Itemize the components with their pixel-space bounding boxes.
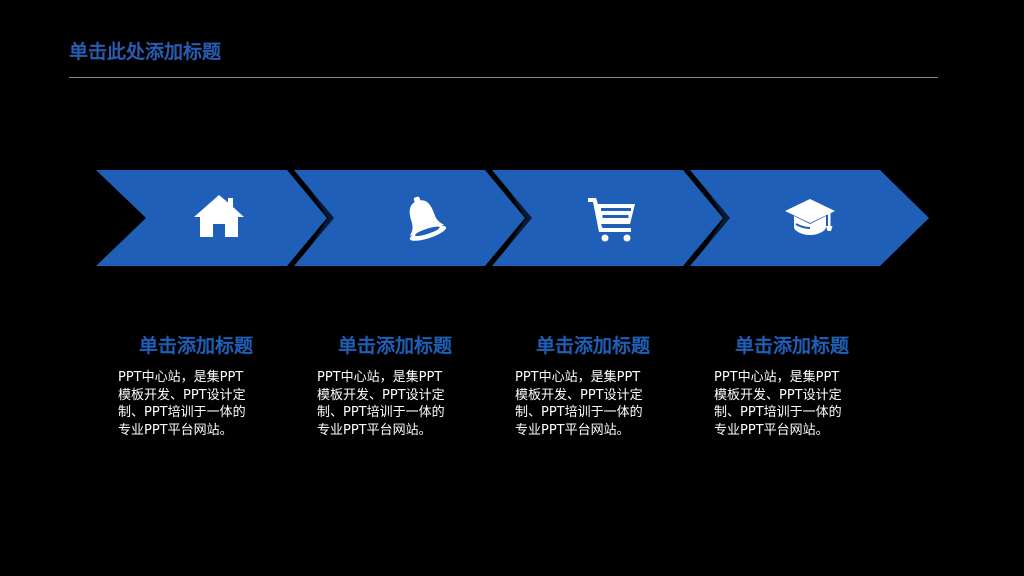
step-2: 单击添加标题 PPT中心站，是集PPT 模板开发、PPT设计定 制、PPT培训于…	[295, 332, 495, 439]
step-heading[interactable]: 单击添加标题	[337, 335, 452, 357]
bell-icon	[396, 191, 450, 245]
shopping-cart-icon	[585, 191, 639, 245]
step-description-line: 专业PPT平台网站。	[317, 422, 432, 438]
step-description-line: 专业PPT平台网站。	[515, 422, 630, 438]
step-description-line: 制、PPT培训于一体的	[317, 405, 445, 420]
step-description-line: PPT中心站，是集PPT	[714, 370, 840, 385]
step-description-line: PPT中心站，是集PPT	[515, 370, 641, 385]
step-description[interactable]: PPT中心站，是集PPT 模板开发、PPT设计定 制、PPT培训于一体的 专业P…	[118, 369, 278, 439]
step-description-line: 模板开发、PPT设计定	[118, 387, 246, 403]
chevron-2[interactable]	[294, 170, 525, 266]
step-description-line: 模板开发、PPT设计定	[714, 387, 842, 403]
step-4: 单击添加标题 PPT中心站，是集PPT 模板开发、PPT设计定 制、PPT培训于…	[692, 332, 892, 439]
step-heading[interactable]: 单击添加标题	[535, 335, 650, 357]
step-description-line: 制、PPT培训于一体的	[714, 405, 842, 420]
step-description[interactable]: PPT中心站，是集PPT 模板开发、PPT设计定 制、PPT培训于一体的 专业P…	[714, 369, 874, 439]
step-description-line: 模板开发、PPT设计定	[515, 387, 643, 403]
step-heading[interactable]: 单击添加标题	[138, 335, 253, 357]
step-description-line: 制、PPT培训于一体的	[118, 405, 246, 420]
step-description-line: 制、PPT培训于一体的	[515, 405, 643, 420]
step-description[interactable]: PPT中心站，是集PPT 模板开发、PPT设计定 制、PPT培训于一体的 专业P…	[317, 369, 477, 439]
step-description-line: PPT中心站，是集PPT	[118, 370, 244, 385]
step-description-line: PPT中心站，是集PPT	[317, 370, 443, 385]
step-description-line: 专业PPT平台网站。	[714, 422, 829, 438]
step-description-line: 专业PPT平台网站。	[118, 422, 233, 438]
step-3: 单击添加标题 PPT中心站，是集PPT 模板开发、PPT设计定 制、PPT培训于…	[493, 332, 693, 439]
step-description-line: 模板开发、PPT设计定	[317, 387, 445, 403]
slide-title[interactable]: 单击此处添加标题	[69, 41, 222, 63]
step-1: 单击添加标题 PPT中心站，是集PPT 模板开发、PPT设计定 制、PPT培训于…	[96, 332, 296, 439]
home-icon	[192, 191, 246, 245]
chevron-process-band	[96, 170, 929, 266]
title-divider	[69, 77, 938, 78]
graduation-cap-icon	[783, 191, 837, 245]
step-description[interactable]: PPT中心站，是集PPT 模板开发、PPT设计定 制、PPT培训于一体的 专业P…	[515, 369, 675, 439]
step-heading[interactable]: 单击添加标题	[734, 335, 849, 357]
